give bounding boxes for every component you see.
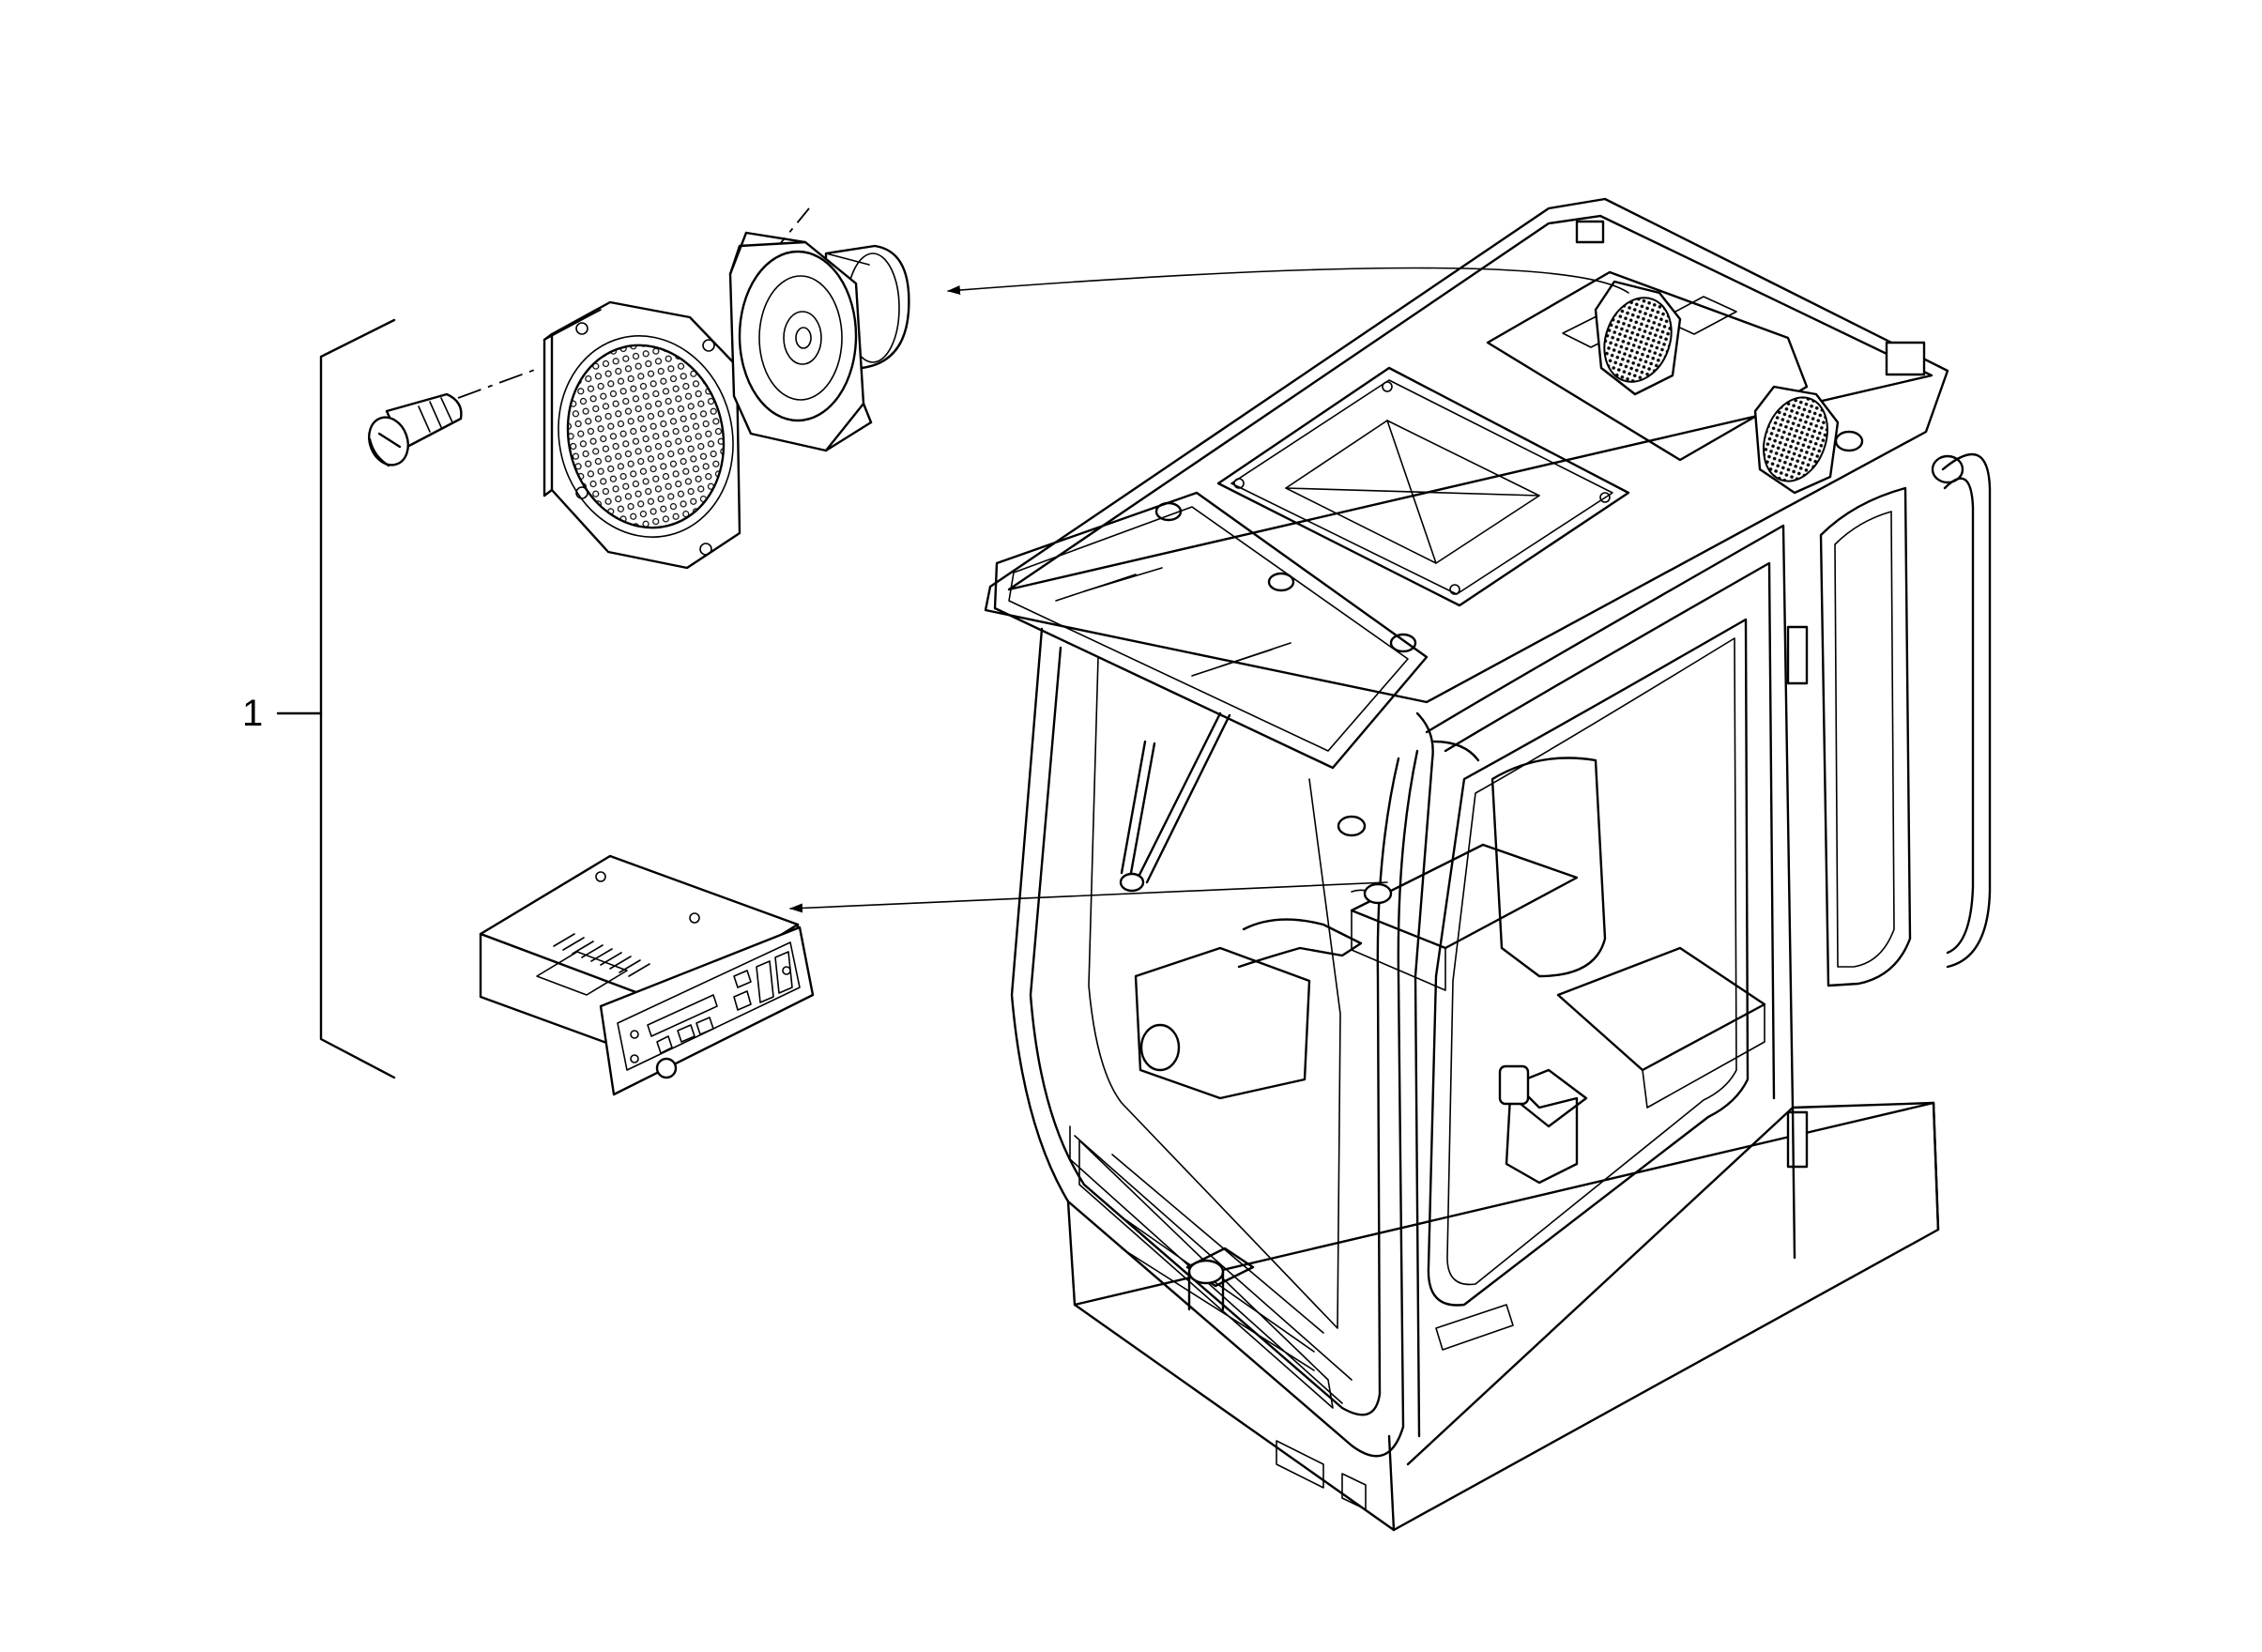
speaker-grille-part [543,300,741,570]
callout-number: 1 [242,693,264,734]
operator-cab [984,197,1992,1532]
cab-speaker-left [1594,280,1682,396]
speaker-driver-part [728,231,910,452]
radio-leader-arrow [789,881,1388,913]
speaker-leader-arrow [947,267,1629,295]
radio-unit-part [479,854,815,1096]
screw-part [368,392,463,467]
callout-bracket [276,318,396,1079]
cab-speaker-right [1753,385,1840,495]
